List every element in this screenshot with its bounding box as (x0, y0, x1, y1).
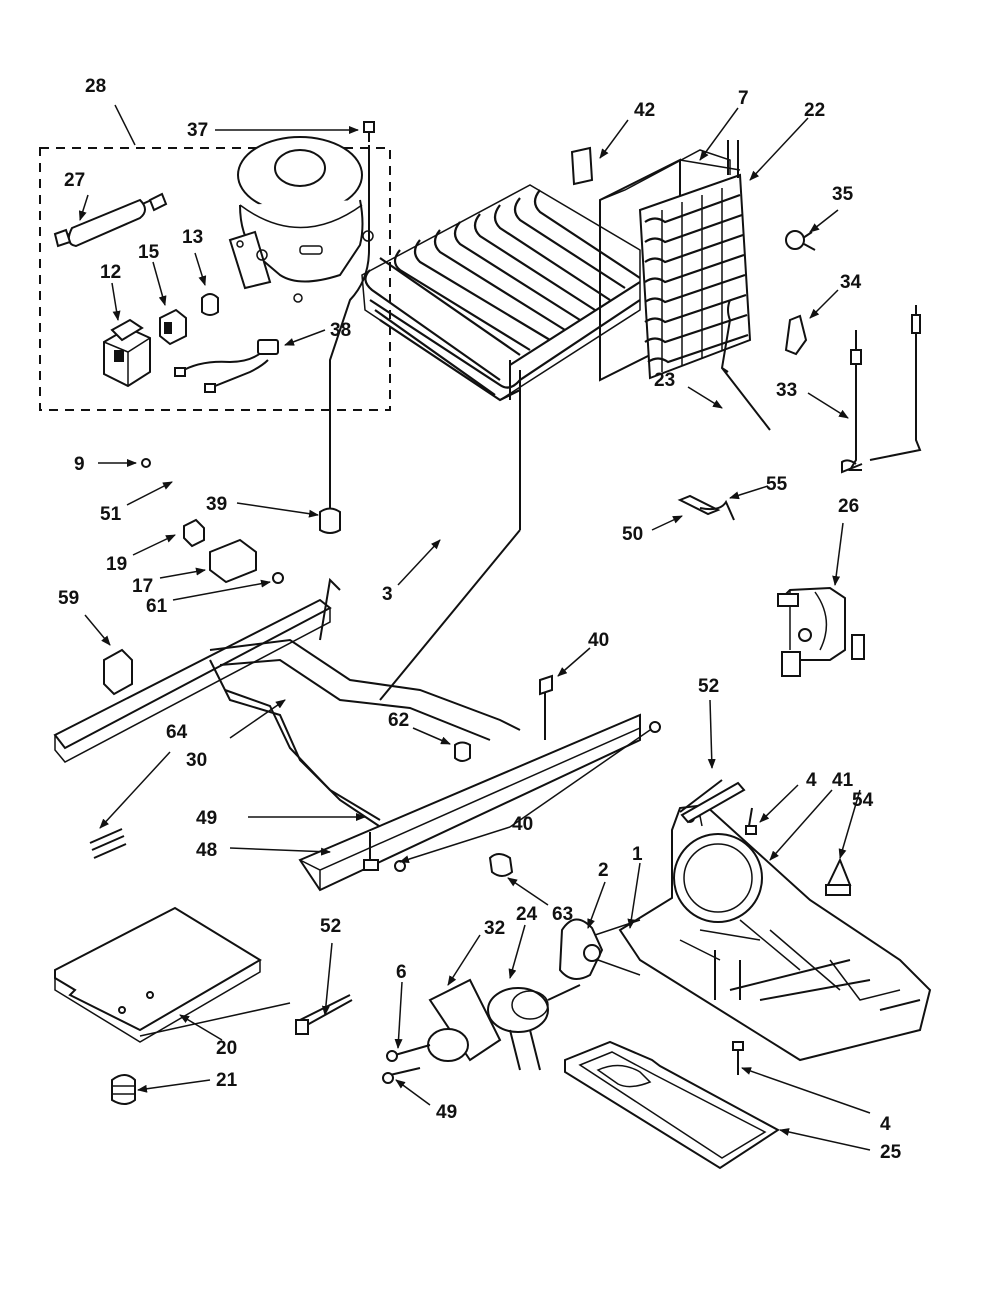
label-22: 22 (804, 100, 825, 121)
part-labels: 28 37 27 13 15 12 38 42 7 22 35 34 23 33… (58, 76, 902, 1163)
label-19: 19 (106, 554, 127, 575)
evaporator-assembly (570, 140, 752, 382)
label-33: 33 (776, 380, 797, 401)
label-12: 12 (100, 262, 121, 283)
thermistor-part (785, 230, 816, 251)
overload-part (159, 308, 187, 346)
label-50: 50 (622, 524, 643, 545)
label-39: 39 (206, 494, 227, 515)
label-34: 34 (840, 272, 862, 293)
harness-26 (777, 586, 865, 677)
label-23: 23 (654, 370, 675, 391)
label-52-right: 52 (698, 676, 719, 697)
label-55: 55 (766, 474, 788, 495)
label-49-top: 49 (196, 808, 217, 829)
label-9: 9 (74, 454, 85, 475)
label-30: 30 (186, 750, 207, 771)
screw-37 (363, 121, 375, 142)
bracket-50-55 (677, 494, 735, 521)
relay-part (103, 318, 151, 388)
label-25: 25 (880, 1142, 902, 1163)
rod-23 (720, 299, 771, 431)
label-37: 37 (187, 120, 208, 141)
label-27: 27 (64, 170, 85, 191)
label-1: 1 (632, 844, 643, 865)
clip-part (201, 293, 219, 316)
drip-pan (564, 1040, 780, 1170)
label-54: 54 (852, 790, 874, 811)
compressor-kit-dashed-box (39, 147, 391, 411)
label-48: 48 (196, 840, 217, 861)
label-51: 51 (100, 504, 122, 525)
fan-motor-assembly (295, 853, 641, 1084)
label-41: 41 (832, 770, 854, 791)
leader-lines (78, 104, 871, 1151)
label-49-bottom: 49 (436, 1102, 457, 1123)
label-63: 63 (552, 904, 573, 925)
label-32: 32 (484, 918, 505, 939)
label-40-bottom: 40 (512, 814, 533, 835)
label-20: 20 (216, 1038, 237, 1059)
label-40-top: 40 (588, 630, 609, 651)
label-52-left: 52 (320, 916, 341, 937)
evaporator-clip (570, 146, 594, 186)
label-17: 17 (132, 576, 153, 597)
label-4-bottom: 4 (880, 1114, 891, 1135)
label-59: 59 (58, 588, 79, 609)
label-15: 15 (138, 242, 160, 263)
label-28: 28 (85, 76, 106, 97)
label-42: 42 (634, 100, 655, 121)
filter-drier (53, 192, 168, 248)
label-4-top: 4 (806, 770, 817, 791)
small-parts-left (103, 450, 341, 696)
base-panel (54, 906, 262, 1105)
label-26: 26 (838, 496, 859, 517)
heater-33 (841, 305, 922, 474)
condenser-coil (361, 184, 641, 701)
label-62: 62 (388, 710, 409, 731)
compressor-kit-group (39, 121, 391, 411)
label-61: 61 (146, 596, 168, 617)
label-21: 21 (216, 1070, 238, 1091)
label-13: 13 (182, 227, 203, 248)
harness-part (174, 339, 279, 393)
label-38: 38 (330, 320, 351, 341)
base-frame-rails (53, 577, 661, 892)
label-24: 24 (516, 904, 538, 925)
label-7: 7 (738, 88, 749, 109)
compressor (228, 136, 374, 303)
fan-shroud-base (618, 779, 932, 1075)
label-64: 64 (166, 722, 188, 743)
label-2: 2 (598, 860, 609, 881)
label-3: 3 (382, 584, 393, 605)
bracket-34 (784, 314, 808, 356)
label-6: 6 (396, 962, 407, 983)
label-35: 35 (832, 184, 854, 205)
